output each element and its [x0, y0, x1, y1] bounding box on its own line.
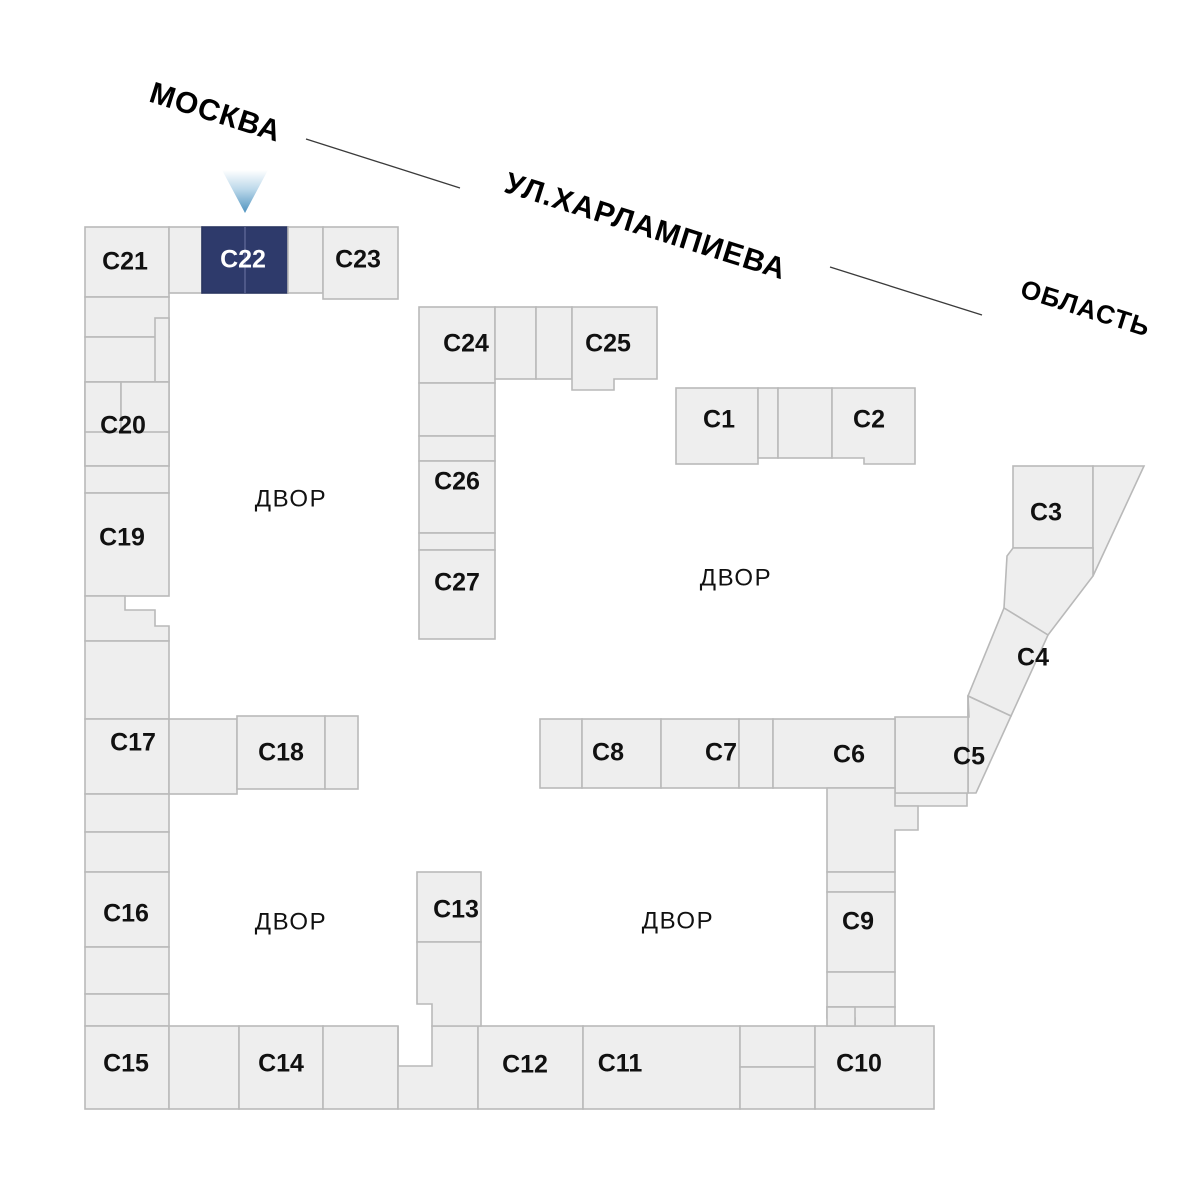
- building-connector-c7-c6[interactable]: [738, 718, 774, 789]
- building-label-c5: С5: [953, 743, 985, 771]
- building-label-c20: С20: [100, 412, 146, 440]
- building-segment-west-5[interactable]: [84, 831, 170, 873]
- building-segment-central-2[interactable]: [418, 435, 496, 462]
- building-block-c17[interactable]: [84, 718, 170, 795]
- location-arrow-icon: [222, 170, 268, 213]
- building-block-c3[interactable]: [1012, 465, 1094, 549]
- building-label-c12: С12: [502, 1051, 548, 1079]
- leader-line-moscow: [305, 138, 461, 189]
- building-segment-west-3[interactable]: [84, 465, 170, 494]
- building-block-c15-right[interactable]: [168, 1025, 240, 1110]
- building-block-c20-low[interactable]: [84, 431, 170, 467]
- building-group-c13[interactable]: [416, 871, 482, 1027]
- building-group-west[interactable]: [84, 226, 399, 1027]
- building-block-c8-left[interactable]: [539, 718, 583, 789]
- building-block-c1[interactable]: [675, 387, 759, 465]
- building-block-c12-left[interactable]: [397, 1025, 479, 1110]
- building-segment-west-step[interactable]: [84, 595, 170, 642]
- building-block-c16[interactable]: [84, 871, 170, 948]
- building-block-c23[interactable]: [322, 226, 399, 300]
- building-block-c14-right[interactable]: [322, 1025, 399, 1110]
- building-label-c4: С4: [1017, 644, 1049, 672]
- yard-label-nw: ДВОР: [255, 485, 328, 512]
- building-label-c13: С13: [433, 896, 479, 924]
- building-segment-c9-top[interactable]: [826, 871, 896, 893]
- building-block-c8[interactable]: [581, 718, 662, 789]
- building-label-c22: С22: [220, 246, 266, 274]
- building-label-c8: С8: [592, 739, 624, 767]
- label-group-yards: ДВОР ДВОР ДВОР ДВОР: [255, 485, 773, 935]
- building-label-c11: С11: [598, 1050, 643, 1078]
- building-block-c9[interactable]: [826, 891, 896, 973]
- building-label-c1: С1: [703, 406, 735, 434]
- building-group-east[interactable]: [889, 465, 1146, 807]
- building-block-c17-top[interactable]: [84, 640, 170, 720]
- building-segment-west-4[interactable]: [84, 793, 170, 833]
- building-label-c25: С25: [585, 330, 631, 358]
- building-group-middle[interactable]: [539, 718, 919, 1027]
- building-block-c13-base[interactable]: [416, 941, 482, 1027]
- leader-line-region: [829, 266, 983, 316]
- building-block-c19[interactable]: [84, 492, 170, 597]
- building-block-c11-right-top[interactable]: [739, 1025, 816, 1068]
- label-group-buildings: С1 С2 С3 С4 С5 С6 С7 С8 С9 С10 С11 С12 С…: [99, 246, 1062, 1079]
- building-segment-central-3[interactable]: [418, 532, 496, 551]
- building-label-c16: С16: [103, 900, 149, 928]
- building-label-c19: С19: [99, 524, 145, 552]
- building-label-c3: С3: [1030, 499, 1062, 527]
- building-connector-c22-c23[interactable]: [287, 226, 324, 294]
- yard-label-ne: ДВОР: [700, 564, 773, 591]
- building-segment-west-6[interactable]: [84, 946, 170, 995]
- building-block-c14[interactable]: [238, 1025, 324, 1110]
- building-label-c2: С2: [853, 406, 885, 434]
- building-label-c9: С9: [842, 908, 874, 936]
- building-block-c3-wedge[interactable]: [1092, 465, 1146, 577]
- building-segment-west-notch-1[interactable]: [154, 317, 170, 383]
- building-block-c21[interactable]: [84, 226, 170, 298]
- building-label-c23: С23: [335, 246, 381, 274]
- building-segment-central-1[interactable]: [418, 382, 496, 437]
- building-block-c10[interactable]: [814, 1025, 935, 1110]
- building-label-c15: С15: [103, 1050, 149, 1078]
- direction-label-moscow: МОСКВА: [146, 76, 286, 148]
- building-block-c25[interactable]: [571, 306, 658, 391]
- yard-label-se: ДВОР: [642, 907, 715, 934]
- building-label-c24: С24: [443, 330, 489, 358]
- building-label-c10: С10: [836, 1050, 882, 1078]
- building-block-c7[interactable]: [660, 718, 740, 789]
- building-block-c11-right-bot[interactable]: [739, 1066, 816, 1110]
- building-label-c7: С7: [705, 739, 737, 767]
- building-segment-c9-mid[interactable]: [826, 971, 896, 1008]
- street-label-harlampieva: УЛ.ХАРЛАМПИЕВА: [501, 167, 791, 287]
- building-block-c11[interactable]: [582, 1025, 741, 1110]
- yard-label-sw: ДВОР: [255, 908, 328, 935]
- building-block-c26[interactable]: [418, 460, 496, 534]
- building-group-central[interactable]: [418, 306, 658, 640]
- building-group-northeast[interactable]: [675, 387, 916, 465]
- building-group-south[interactable]: [84, 1025, 935, 1110]
- direction-label-region: ОБЛАСТЬ: [1017, 273, 1154, 342]
- building-connector-c2-left[interactable]: [777, 387, 833, 459]
- building-block-c2[interactable]: [831, 387, 916, 465]
- building-segment-west-7[interactable]: [84, 993, 170, 1027]
- building-connector-c1-c2[interactable]: [757, 387, 779, 459]
- building-block-c17-right[interactable]: [168, 718, 238, 795]
- building-label-c26: С26: [434, 468, 480, 496]
- building-label-c27: С27: [434, 569, 480, 597]
- building-block-c18[interactable]: [236, 715, 326, 790]
- building-block-c18-end[interactable]: [324, 715, 359, 790]
- building-block-c6[interactable]: [772, 718, 896, 789]
- building-label-c18: С18: [258, 739, 304, 767]
- building-connector-c25-left[interactable]: [535, 306, 573, 380]
- building-label-c21: С21: [102, 248, 148, 276]
- building-block-c27[interactable]: [418, 549, 496, 640]
- building-label-c6: С6: [833, 741, 865, 769]
- building-segment-c9-foot[interactable]: [826, 1006, 856, 1027]
- building-connector-c24-c25[interactable]: [494, 306, 537, 380]
- building-label-c14: С14: [258, 1050, 304, 1078]
- building-label-c17: С17: [110, 729, 156, 757]
- label-group-streets: МОСКВА УЛ.ХАРЛАМПИЕВА ОБЛАСТЬ: [146, 76, 1155, 342]
- building-connector-c21-c22[interactable]: [168, 226, 203, 294]
